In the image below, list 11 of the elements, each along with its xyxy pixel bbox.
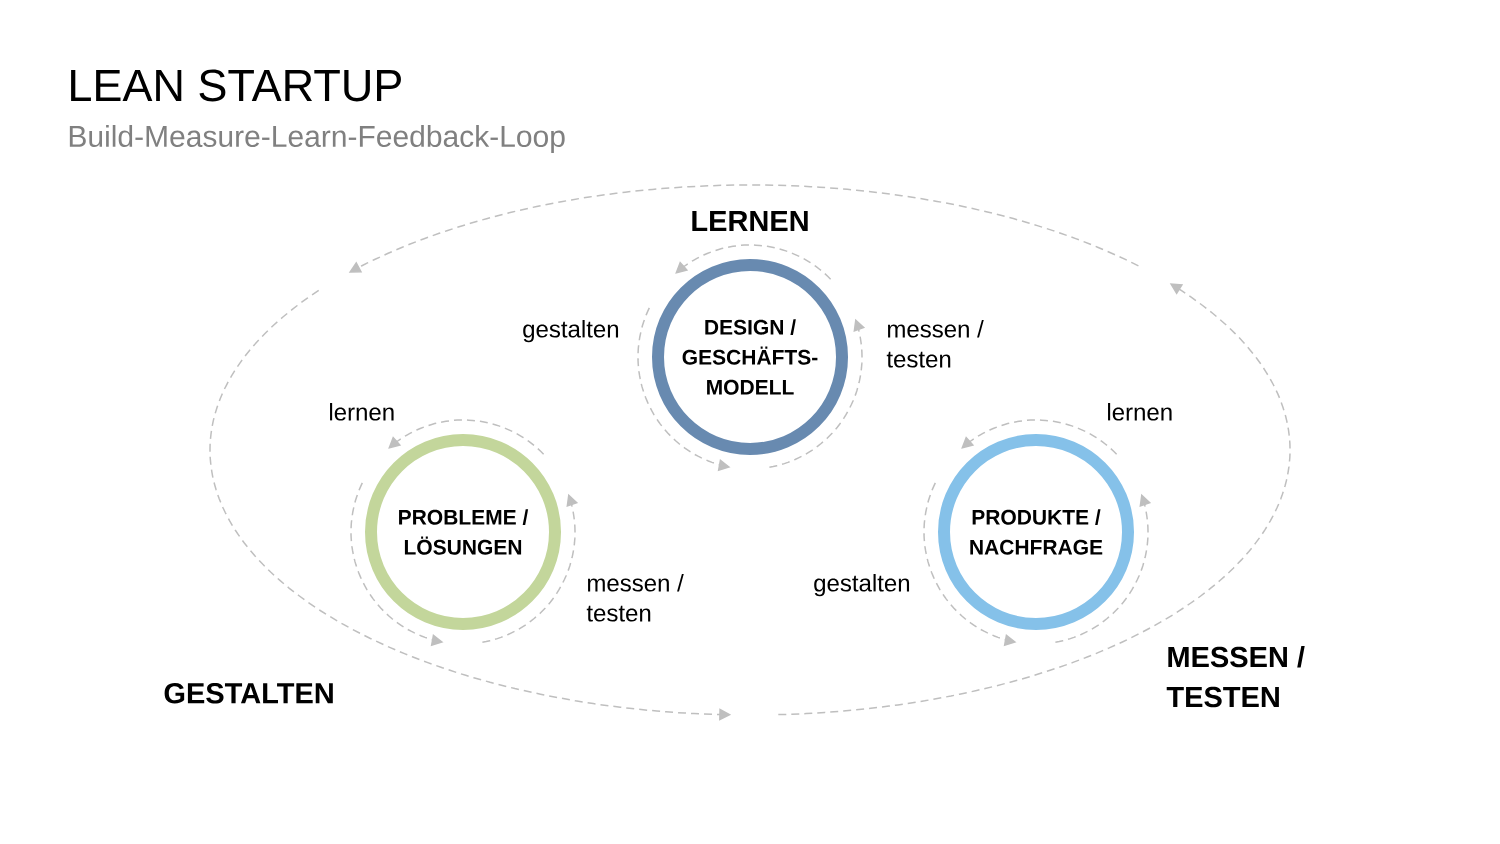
step-label: messen / testen: [886, 320, 984, 368]
step-label: messen / testen: [586, 574, 684, 622]
step-label: lernen: [1108, 403, 1172, 421]
phase-label: MESSEN / TESTEN: [1166, 646, 1305, 708]
phase-label: GESTALTEN: [164, 683, 333, 704]
title: LEAN STARTUP: [71, 69, 401, 102]
step-label: gestalten: [814, 574, 910, 597]
step-label: lernen: [330, 403, 394, 421]
phase-label: LERNEN: [692, 211, 808, 231]
step-label: gestalten: [523, 320, 619, 343]
subtitle: Build-Measure-Learn-Feedback-Loop: [69, 125, 565, 153]
